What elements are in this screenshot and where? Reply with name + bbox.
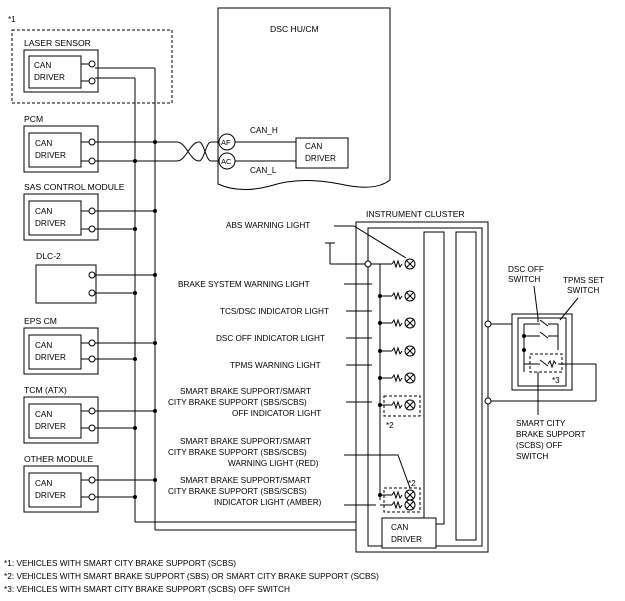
dlc2-title: DLC-2	[36, 251, 61, 261]
tpms-set-switch-label-2: SWITCH	[567, 286, 599, 295]
eps-cm-driver-box	[28, 334, 82, 370]
lamp-dsc-off-indicator	[378, 345, 416, 357]
cluster-can-driver-label-1: CAN	[391, 523, 408, 532]
laser-sensor-optional-frame	[11, 29, 173, 104]
sas-driver-box	[28, 200, 82, 236]
tcs-dsc-indicator-light-label: TCS/DSC INDICATOR LIGHT	[220, 307, 329, 316]
pcm-driver-label-2: DRIVER	[35, 151, 66, 160]
dsc-hu-cm-title: DSC HU/CM	[270, 24, 319, 34]
eps-cm-title: EPS CM	[24, 316, 57, 326]
marker-3: *3	[552, 376, 560, 385]
dlc2-box	[35, 264, 97, 304]
dsc-off-switch-label-1: DSC OFF	[508, 265, 544, 274]
tpms-warning-light-label: TPMS WARNING LIGHT	[230, 361, 321, 370]
scbs-off-switch-label-4: SWITCH	[516, 452, 548, 461]
laser-sensor-driver-label-2: DRIVER	[34, 73, 65, 82]
dsc-can-driver-label-1: CAN	[305, 142, 322, 151]
can-l-label: CAN_L	[250, 166, 277, 175]
sbs-red-label-line-1: SMART BRAKE SUPPORT/SMART	[180, 437, 311, 446]
tcm-title: TCM (ATX)	[24, 385, 67, 395]
laser-sensor-marker: *1	[8, 15, 16, 24]
sbs-amber-label-line-1: SMART BRAKE SUPPORT/SMART	[180, 476, 311, 485]
lamp-abs-warning	[380, 258, 416, 270]
tpms-set-switch-label-1: TPMS SET	[563, 276, 604, 285]
eps-cm-driver-label-2: DRIVER	[35, 353, 66, 362]
cluster-bar-1	[423, 231, 445, 525]
sas-driver-label-1: CAN	[35, 207, 52, 216]
marker-2-upper: *2	[386, 421, 394, 430]
pcm-title: PCM	[24, 114, 43, 124]
sbs-off-label-line-3: OFF INDICATOR LIGHT	[232, 409, 321, 418]
pcm-driver-label-1: CAN	[35, 139, 52, 148]
scbs-off-switch-label-1: SMART CITY	[516, 419, 566, 428]
ac-terminal-label: AC	[221, 157, 232, 166]
can-h-label: CAN_H	[250, 126, 278, 135]
lamp-tpms-warning	[378, 372, 416, 384]
footnote-2: *2: VEHICLES WITH SMART BRAKE SUPPORT (S…	[4, 571, 379, 581]
sbs-amber-label-line-3: INDICATOR LIGHT (AMBER)	[214, 498, 322, 507]
lamp-sbs-indicator-amber	[380, 499, 416, 511]
laser-sensor-title: LASER SENSOR	[24, 38, 91, 48]
lamp-sbs-warning-red	[378, 487, 421, 513]
sbs-off-label-line-1: SMART BRAKE SUPPORT/SMART	[180, 387, 311, 396]
tcm-driver-box	[28, 403, 82, 439]
abs-warning-light-label: ABS WARNING LIGHT	[226, 221, 310, 230]
scbs-off-switch-label-2: BRAKE SUPPORT	[516, 430, 585, 439]
lamp-sbs-off-indicator	[378, 395, 421, 417]
dsc-off-switch-label-2: SWITCH	[508, 275, 540, 284]
twisted-pair-h	[176, 141, 219, 162]
cluster-bar-2	[455, 231, 477, 541]
dsc-can-driver-label-2: DRIVER	[305, 154, 336, 163]
laser-sensor-driver-box	[28, 55, 82, 89]
sbs-off-label-line-2: CITY BRAKE SUPPORT (SBS/SCBS)	[168, 398, 307, 407]
marker-2-lower: *2	[408, 479, 416, 488]
eps-cm-driver-label-1: CAN	[35, 341, 52, 350]
cluster-can-driver-box	[381, 517, 437, 549]
twisted-pair-l	[176, 141, 219, 162]
other-module-driver-label-1: CAN	[35, 479, 52, 488]
sas-title: SAS CONTROL MODULE	[24, 182, 125, 192]
footnote-3: *3: VEHICLES WITH SMART CITY BRAKE SUPPO…	[4, 584, 290, 594]
scbs-off-switch-optional-frame	[529, 353, 563, 373]
sbs-amber-label-line-2: CITY BRAKE SUPPORT (SBS/SCBS)	[168, 487, 307, 496]
sas-driver-label-2: DRIVER	[35, 219, 66, 228]
other-module-driver-box	[28, 472, 82, 508]
af-terminal-label: AF	[221, 138, 231, 147]
pcm-driver-box	[28, 132, 82, 168]
lamp-tcs-dsc-indicator	[378, 317, 416, 329]
other-module-driver-label-2: DRIVER	[35, 491, 66, 500]
laser-sensor-driver-label-1: CAN	[34, 61, 51, 70]
sbs-red-label-line-2: CITY BRAKE SUPPORT (SBS/SCBS)	[168, 448, 307, 457]
dsc-can-driver-box	[295, 137, 349, 169]
scbs-off-switch-label-3: (SCBS) OFF	[516, 441, 562, 450]
dsc-off-indicator-light-label: DSC OFF INDICATOR LIGHT	[216, 334, 325, 343]
sbs-red-label-line-3: WARNING LIGHT (RED)	[228, 459, 319, 468]
instrument-cluster-title: INSTRUMENT CLUSTER	[366, 209, 465, 219]
brake-system-warning-light-label: BRAKE SYSTEM WARNING LIGHT	[178, 280, 310, 289]
footnote-1: *1: VEHICLES WITH SMART CITY BRAKE SUPPO…	[4, 558, 236, 568]
lamp-brake-system-warning	[378, 290, 416, 302]
cluster-can-driver-label-2: DRIVER	[391, 535, 422, 544]
dsc-hu-cm-box	[217, 7, 391, 190]
other-module-title: OTHER MODULE	[24, 454, 94, 464]
tcm-driver-label-2: DRIVER	[35, 422, 66, 431]
tcm-driver-label-1: CAN	[35, 410, 52, 419]
